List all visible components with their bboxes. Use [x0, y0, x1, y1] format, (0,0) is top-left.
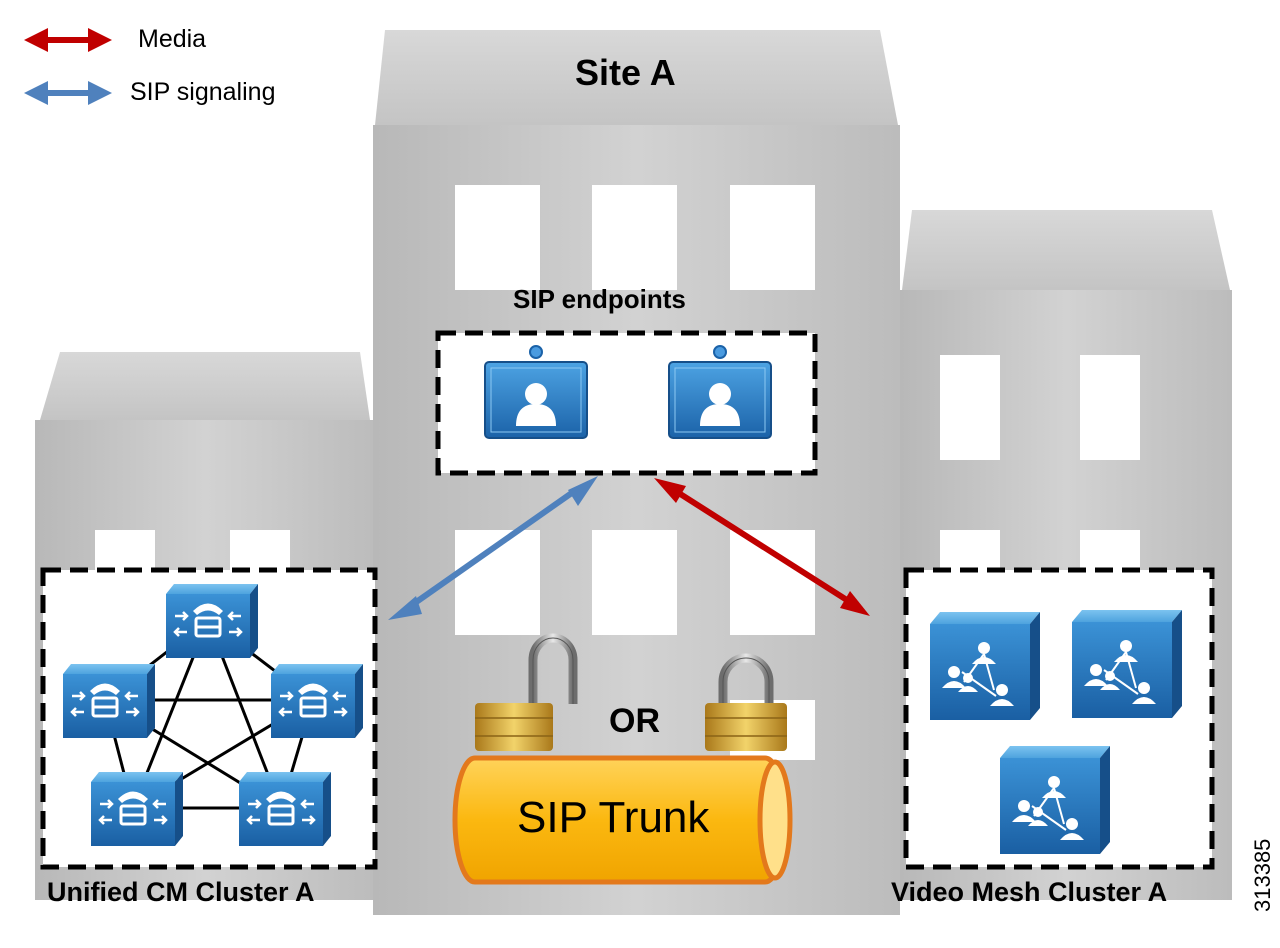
sip-trunk-cylinder: [452, 755, 793, 885]
legend-media-arrow: [24, 28, 112, 52]
ucm-node-3: [269, 662, 365, 740]
ucm-node-1: [164, 582, 260, 660]
sip-signaling-arrow: [388, 476, 598, 620]
mesh-cluster-label: Video Mesh Cluster A: [891, 877, 1168, 907]
legend-sip-label: SIP signaling: [130, 78, 276, 106]
ucm-node-4: [89, 770, 185, 848]
ucm-node-5: [237, 770, 333, 848]
figure-id: 313385: [1250, 839, 1275, 912]
mesh-node-2: [1071, 609, 1183, 719]
media-arrow: [654, 478, 870, 616]
sip-trunk-label: SIP Trunk: [517, 793, 710, 842]
legend-media-label: Media: [138, 25, 207, 53]
locked-padlock-icon: [705, 653, 787, 751]
unlocked-padlock-icon: [475, 633, 578, 751]
endpoints-label: SIP endpoints: [513, 284, 686, 314]
or-label: OR: [609, 702, 660, 740]
ucm-node-2: [61, 662, 157, 740]
site-title: Site A: [575, 52, 676, 93]
ucm-cluster-label: Unified CM Cluster A: [47, 877, 315, 907]
mesh-node-3: [999, 745, 1111, 855]
mesh-node-1: [929, 611, 1041, 721]
legend-sip-arrow: [24, 81, 112, 105]
